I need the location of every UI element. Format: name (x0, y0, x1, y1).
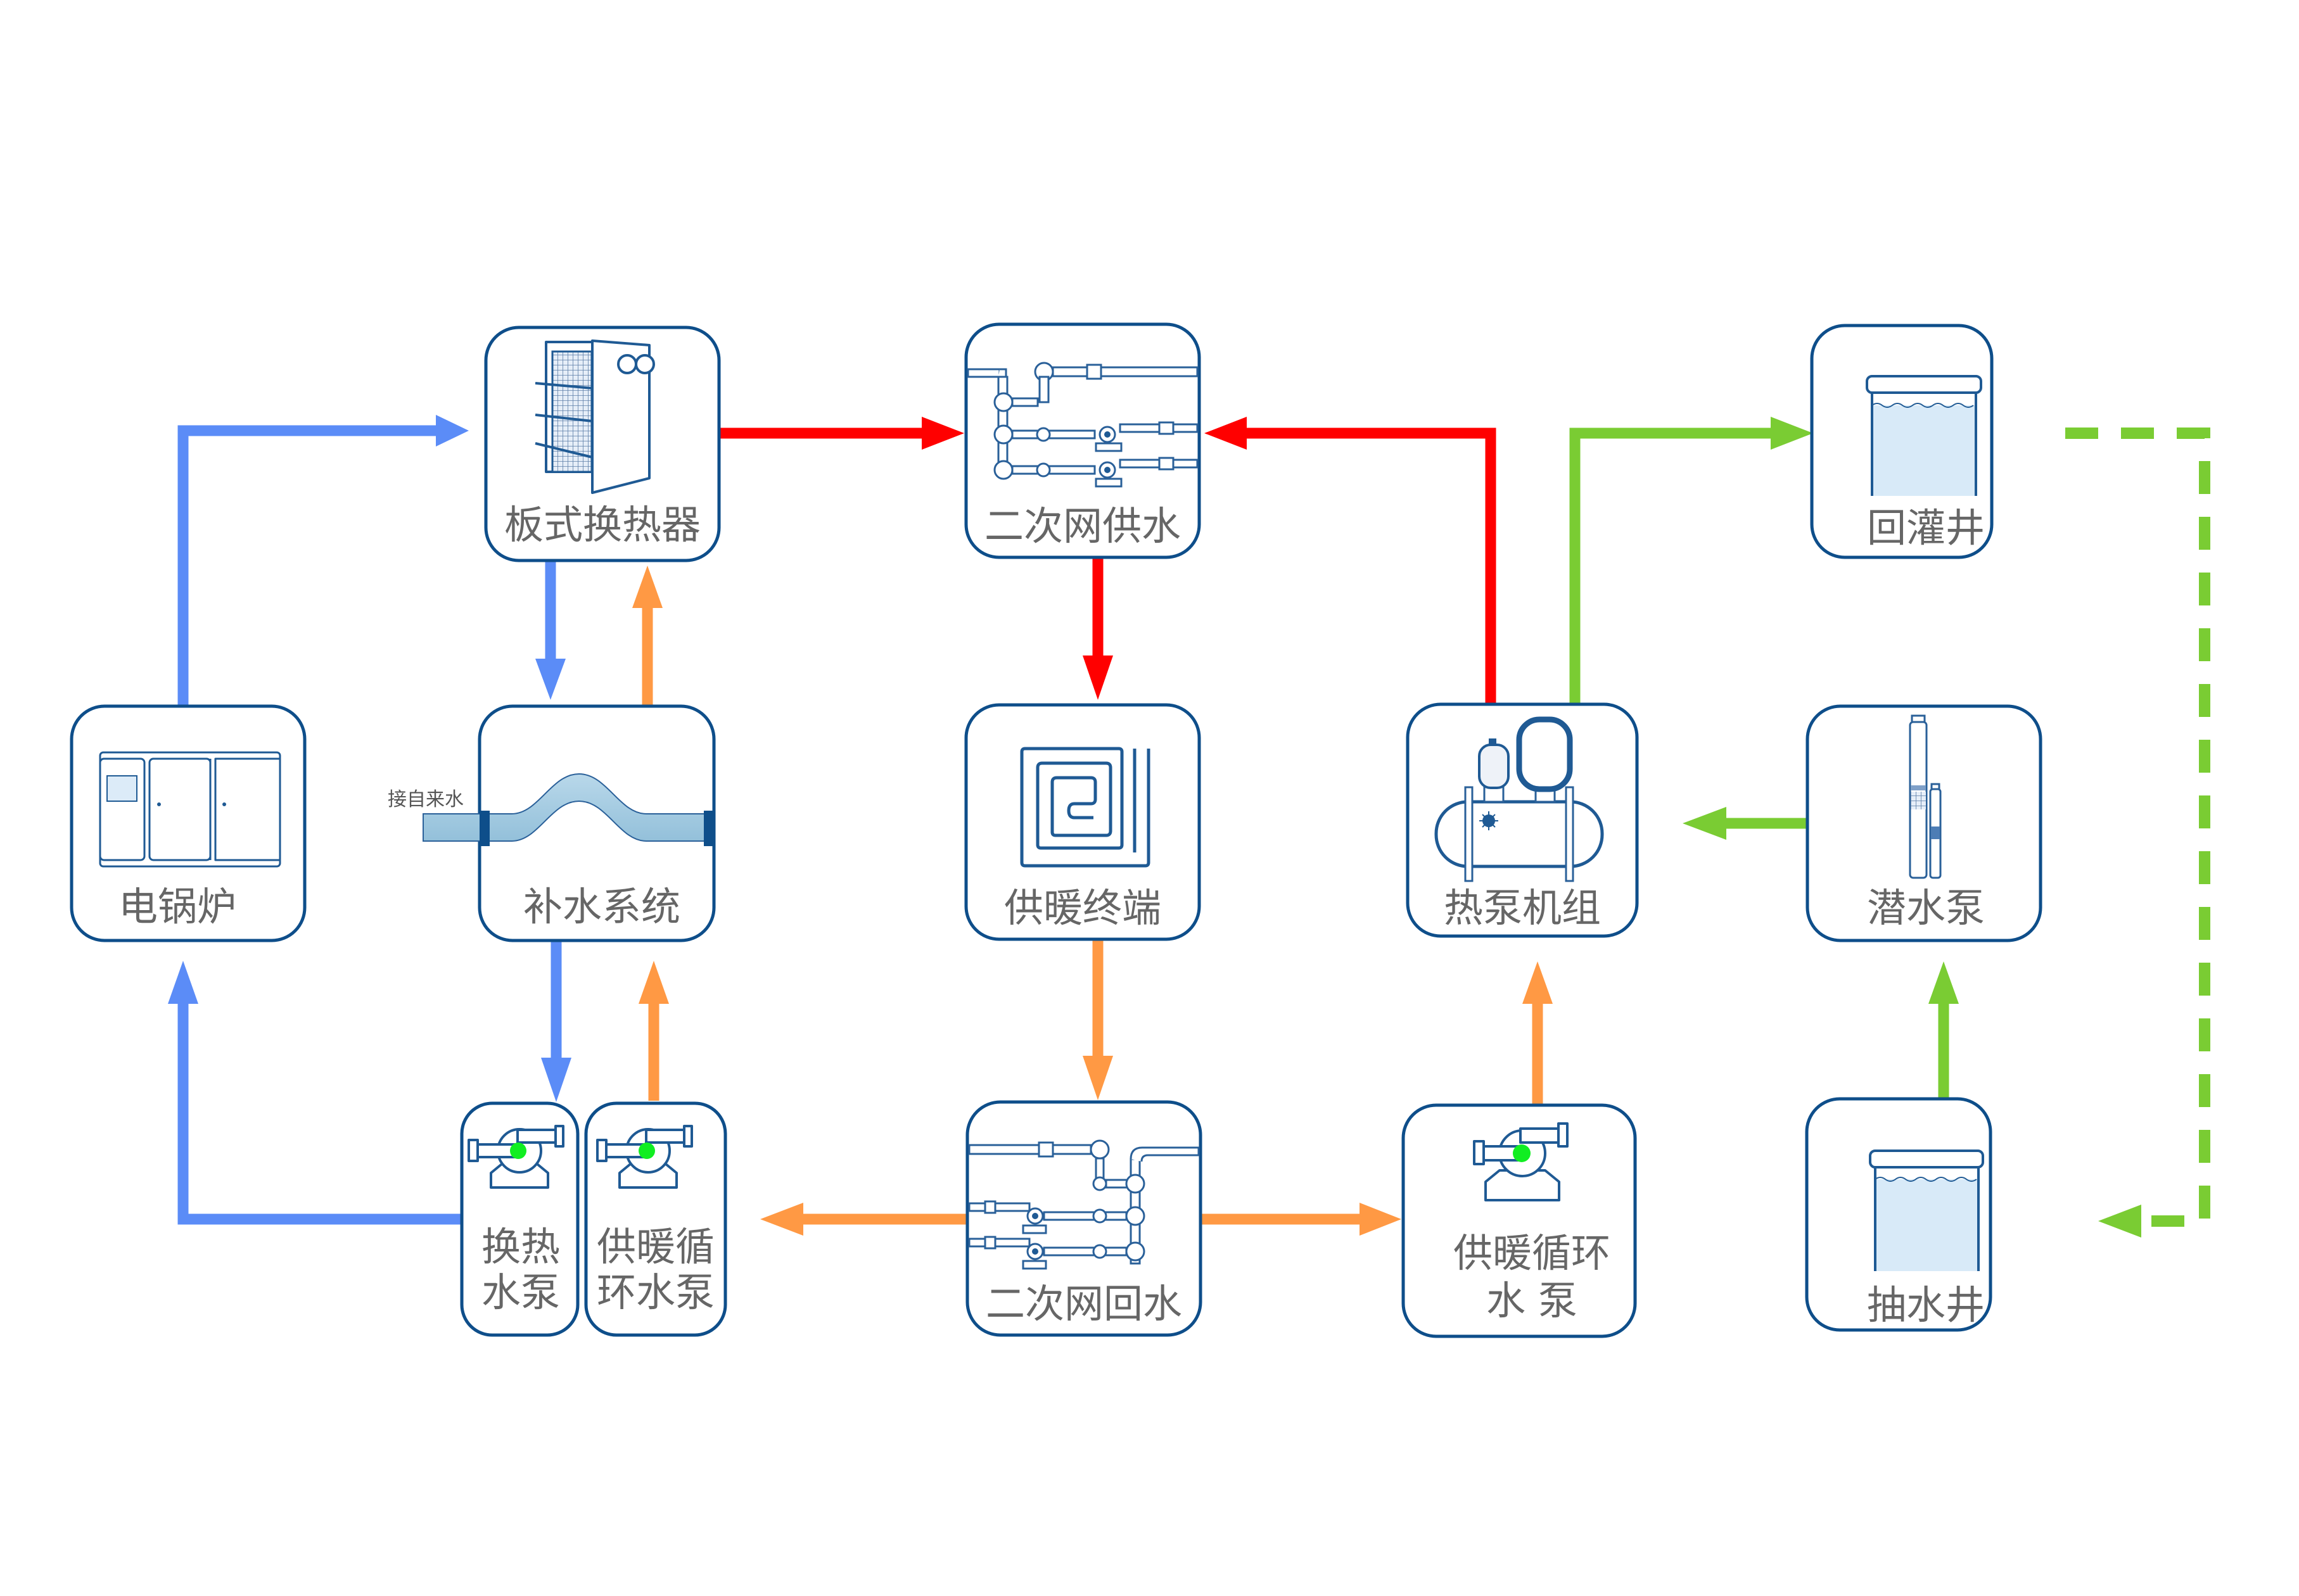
flow-circ-pump-to-makeup (639, 961, 669, 1101)
circ-pump-left-label-line2: 环水泵 (597, 1269, 715, 1315)
flow-reinjection-to-pumping-well (2065, 428, 2210, 1238)
heat-pump-unit-icon (1434, 716, 1604, 882)
flow-boiler-to-plate-hx (177, 415, 469, 706)
flow-plate-hx-to-supply (719, 417, 964, 450)
circ-pump-right-label-line1: 供暖循环 (1453, 1230, 1610, 1276)
pumping-well-label: 抽水井 (1867, 1282, 1985, 1328)
flow-return-to-circ-pump-left (760, 1203, 969, 1236)
hx-pump-label-line2: 水泵 (481, 1269, 560, 1315)
pipe-loop-icon (423, 773, 714, 846)
flow-plate-hx-to-makeup (535, 560, 566, 700)
flow-hx-pump-to-boiler (168, 961, 462, 1225)
flow-arrows (168, 415, 2210, 1238)
node-heating-terminal[interactable]: 供暖终端 (964, 703, 1201, 941)
hx-pump-icon (468, 1125, 564, 1189)
plate-heat-exchanger-icon (535, 339, 655, 494)
tap-water-inlet-label: 接自来水 (388, 788, 464, 811)
node-secondary-supply[interactable]: 二次网供水 (964, 322, 1201, 559)
return-manifold-icon (968, 1139, 1200, 1270)
flow-terminal-to-return (1083, 940, 1113, 1100)
node-electric-boiler[interactable]: 电锅炉 (70, 704, 307, 942)
pumping-well-icon (1869, 1150, 1984, 1271)
hx-pump-label-line1: 换热 (481, 1224, 560, 1270)
heating-terminal-label: 供暖终端 (1004, 885, 1161, 931)
floor-heating-coil-icon (1020, 747, 1150, 868)
node-plate-heat-exchanger[interactable]: 板式换热器 (484, 326, 721, 562)
electric-boiler-label: 电锅炉 (118, 884, 236, 930)
reinjection-well-label: 回灌井 (1867, 505, 1985, 551)
node-heat-exchange-pump[interactable]: 换热 水泵 (460, 1101, 580, 1337)
flow-heat-pump-to-supply (1204, 417, 1496, 704)
secondary-return-label: 二次网回水 (986, 1281, 1182, 1327)
node-circulation-pump-left[interactable]: 供暖循 环水泵 (584, 1101, 727, 1337)
node-makeup-water[interactable]: 接自来水 补水系统 (388, 704, 716, 942)
node-submersible-pump[interactable]: 潜水泵 (1805, 704, 2042, 942)
node-circulation-pump-right[interactable]: 供暖循环 水 泵 (1401, 1103, 1637, 1338)
flow-submersible-to-heat-pump (1683, 807, 1809, 840)
flow-circ-pump-to-heat-pump (1522, 961, 1553, 1105)
node-reinjection-well[interactable]: 回灌井 (1810, 324, 1994, 559)
circ-pump-left-label-line1: 供暖循 (597, 1224, 715, 1270)
node-secondary-return[interactable]: 二次网回水 (965, 1100, 1202, 1337)
circ-pump-left-icon (596, 1125, 693, 1189)
circ-pump-right-label-line2: 水 泵 (1486, 1277, 1577, 1324)
plate-heat-exchanger-label: 板式换热器 (504, 502, 701, 548)
reinjection-well-icon (1866, 375, 1982, 496)
flow-pumping-well-to-submersible (1928, 961, 1959, 1105)
makeup-water-label: 补水系统 (523, 884, 680, 930)
flow-makeup-to-plate-hx (632, 566, 663, 706)
submersible-pump-icon (1909, 714, 1942, 879)
submersible-pump-label: 潜水泵 (1867, 885, 1985, 931)
node-heat-pump-unit[interactable]: 热泵机组 (1406, 702, 1639, 938)
secondary-supply-label: 二次网供水 (984, 503, 1181, 549)
electric-boiler-icon (99, 751, 281, 868)
flow-heat-pump-to-reinjection (1569, 417, 1813, 712)
flow-supply-to-terminal (1083, 557, 1113, 700)
circ-pump-right-icon (1473, 1122, 1569, 1201)
supply-manifold-icon (967, 362, 1199, 488)
flow-makeup-to-hx-pump (541, 940, 571, 1102)
node-pumping-well[interactable]: 抽水井 (1805, 1097, 1992, 1332)
flow-return-to-circ-pump-right (1200, 1203, 1401, 1236)
heat-pump-unit-label: 热泵机组 (1444, 885, 1601, 931)
